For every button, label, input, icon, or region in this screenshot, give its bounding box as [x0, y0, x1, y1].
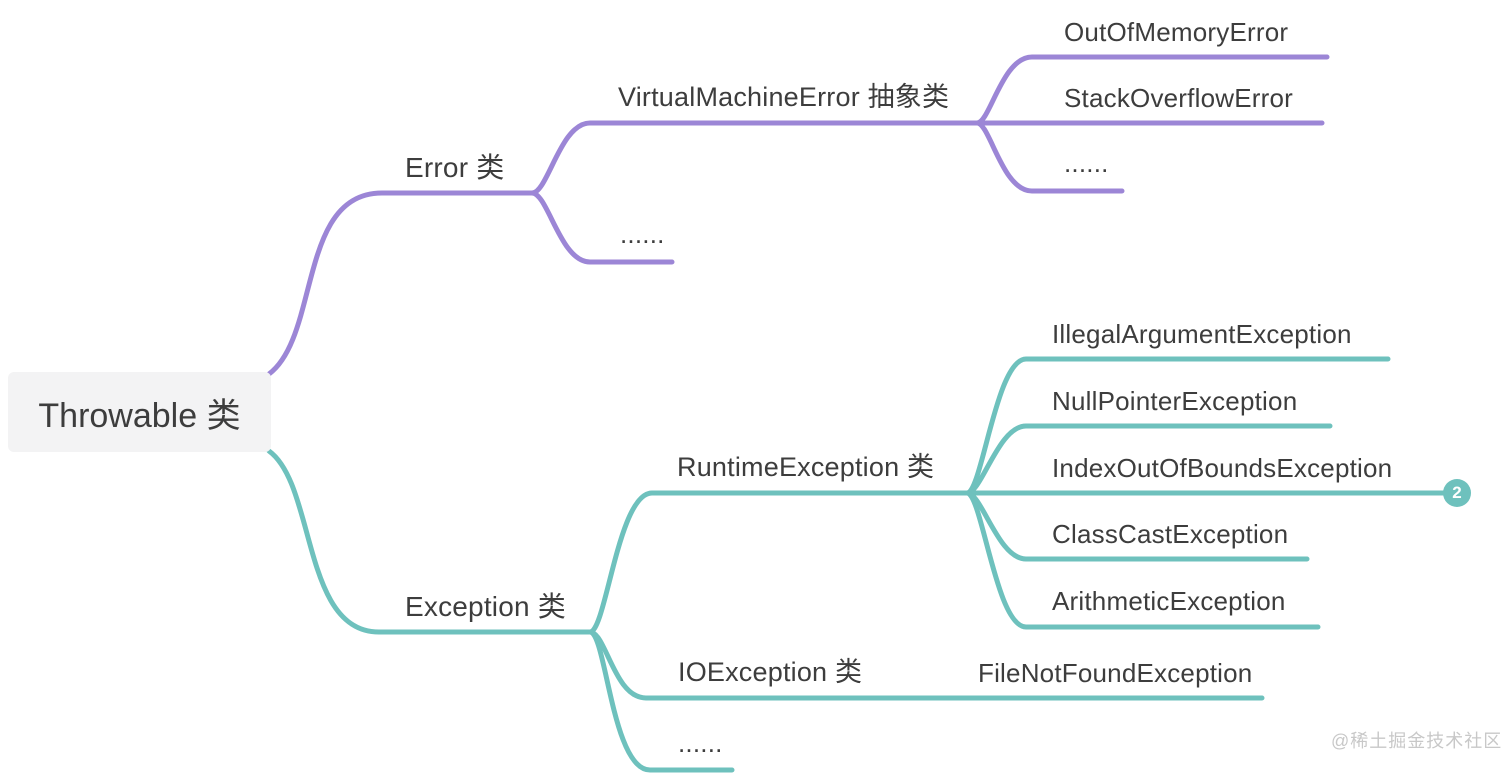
link-rte-ae: [964, 490, 1321, 630]
node-filenotfoundexception[interactable]: FileNotFoundException: [978, 658, 1253, 688]
link-root-error: [266, 190, 535, 377]
node-indexoutofboundsexception[interactable]: IndexOutOfBoundsException: [1052, 453, 1393, 483]
node-error-more[interactable]: ......: [620, 219, 665, 249]
node-ioexception[interactable]: IOException 类: [678, 657, 863, 687]
node-arithmeticexception[interactable]: ArithmeticException: [1052, 586, 1286, 616]
node-runtimeexception[interactable]: RuntimeException 类: [677, 452, 935, 482]
node-error[interactable]: Error 类: [405, 152, 505, 183]
collapsed-count-badge[interactable]: 2: [1443, 479, 1471, 507]
node-exception-more[interactable]: ......: [678, 728, 723, 758]
node-illegalargumentexception[interactable]: IllegalArgumentException: [1052, 319, 1352, 349]
link-root-exception: [266, 448, 593, 635]
node-classcastexception[interactable]: ClassCastException: [1052, 519, 1289, 549]
node-vme-more[interactable]: ......: [1064, 148, 1109, 178]
link-error-more: [529, 190, 675, 265]
node-stackoverflowerror[interactable]: StackOverflowError: [1064, 83, 1293, 113]
link-rte-npe: [964, 423, 1333, 496]
link-vme-more: [974, 120, 1125, 194]
link-exception-more: [587, 629, 735, 773]
node-outofmemoryerror[interactable]: OutOfMemoryError: [1064, 17, 1289, 47]
link-exception-rte: [587, 490, 970, 635]
link-error-vme: [529, 120, 980, 196]
teal-branch-group: [266, 356, 1448, 773]
node-virtualmachineerror[interactable]: VirtualMachineError 抽象类: [618, 82, 950, 112]
node-exception[interactable]: Exception 类: [405, 591, 566, 622]
node-nullpointerexception[interactable]: NullPointerException: [1052, 386, 1298, 416]
watermark: @稀土掘金技术社区: [1331, 731, 1503, 751]
node-throwable[interactable]: Throwable 类: [8, 372, 271, 452]
link-vme-oom: [974, 54, 1330, 126]
purple-branch-group: [266, 54, 1330, 377]
